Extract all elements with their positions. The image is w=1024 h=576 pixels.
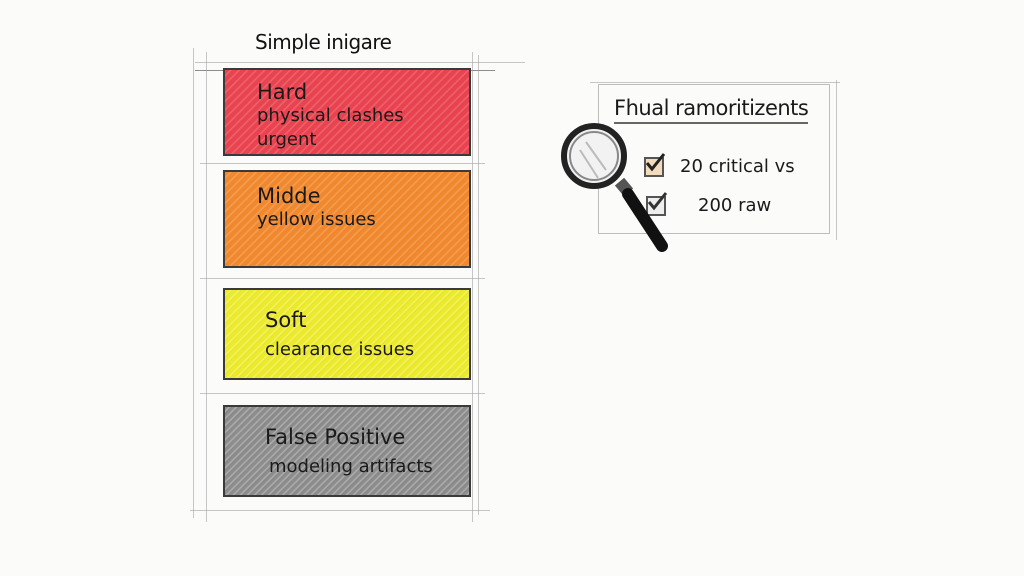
frame-line-top xyxy=(195,62,525,63)
frame-line-bottom xyxy=(190,510,490,511)
tier-description: yellow issues xyxy=(257,209,376,230)
tier-soft: Soft clearance issues xyxy=(223,288,471,380)
frame-line-left-2 xyxy=(206,52,207,522)
divider-3 xyxy=(200,393,485,394)
panel-line-top xyxy=(590,82,840,83)
checkmark-icon xyxy=(647,191,668,210)
tier-middle: Midde yellow issues xyxy=(223,170,471,268)
frame-line-right xyxy=(472,52,473,522)
tier-description: modeling artifacts xyxy=(269,456,433,477)
diagram-title: Simple inigare xyxy=(255,30,392,54)
tier-heading: False Positive xyxy=(265,425,406,449)
panel-line-right xyxy=(836,80,837,240)
check-item-critical: 20 critical vs xyxy=(644,152,795,177)
checkbox-checked[interactable] xyxy=(644,152,666,177)
tier-heading: Hard xyxy=(257,80,308,104)
tier-description: urgent xyxy=(257,129,317,150)
tier-description: physical clashes xyxy=(257,105,404,126)
check-item-raw: 200 raw xyxy=(646,191,772,216)
divider-1 xyxy=(200,163,485,164)
panel-title: Fhual ramoritizents xyxy=(614,96,809,124)
magnifier-icon xyxy=(561,123,668,252)
check-label: 200 raw xyxy=(698,195,772,216)
frame-line-right-2 xyxy=(478,55,479,515)
tier-heading: Soft xyxy=(265,308,307,332)
checkbox-checked[interactable] xyxy=(646,191,668,216)
checkmark-icon xyxy=(645,152,666,171)
tier-description: clearance issues xyxy=(265,339,415,360)
frame-line-left xyxy=(193,48,194,518)
check-label: 20 critical vs xyxy=(680,156,795,177)
tier-false-positive: False Positive modeling artifacts xyxy=(223,405,471,497)
divider-2 xyxy=(200,278,485,279)
tier-hard: Hard physical clashes urgent xyxy=(223,68,471,156)
tier-heading: Midde xyxy=(257,184,321,208)
